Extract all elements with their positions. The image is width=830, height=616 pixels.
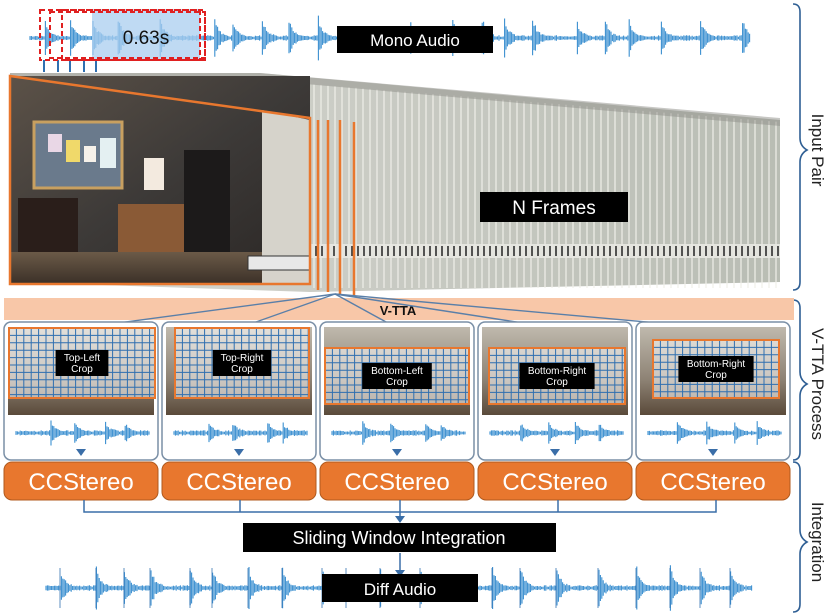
ccstereo-box-bg <box>3 461 159 501</box>
crop-label-line2: Crop <box>386 377 408 388</box>
crop-label-line2: Crop <box>231 364 253 375</box>
ccstereo-box-bg <box>635 461 791 501</box>
ccstereo-box: CCStereo <box>161 461 317 501</box>
ccstereo-box: CCStereo <box>3 461 159 501</box>
vtta-process-brace <box>792 299 809 461</box>
waveform-trace <box>489 422 624 444</box>
crop-outline <box>174 327 310 399</box>
frames-label-bg <box>480 192 628 222</box>
crop-label-bg <box>212 350 272 376</box>
ccstereo-label: CCStereo <box>502 469 607 496</box>
crop-label-line1: Bottom-Right <box>528 366 587 377</box>
sliding-window-integration-bg <box>243 523 556 552</box>
sliding-windows <box>39 9 206 61</box>
ccstereo-box: CCStereo <box>635 461 791 501</box>
waveform-trace <box>331 421 466 445</box>
crop-label-line1: Bottom-Left <box>371 366 423 377</box>
poster-1 <box>48 134 62 152</box>
side-wall <box>262 110 310 284</box>
crop-label-line2: Crop <box>71 364 93 375</box>
window-highlight <box>92 9 200 61</box>
poster-3 <box>84 146 96 162</box>
crop-label-bg <box>55 350 109 376</box>
down-arrow <box>708 449 718 456</box>
duration-label: 0.63s <box>123 28 169 49</box>
crop-label-bg <box>519 363 595 389</box>
ccstereo-models: CCStereo CCStereo CCStereo CCStereo CCStereo <box>3 461 791 501</box>
waveform-trace <box>647 421 782 445</box>
organ <box>118 204 184 260</box>
mono-audio-label: Mono Audio <box>370 31 460 50</box>
mono-audio-label-bg <box>337 26 493 53</box>
crop-label-line1: Top-Left <box>64 353 100 364</box>
ccstereo-label: CCStereo <box>186 469 291 496</box>
integration-label: Integration <box>808 502 827 582</box>
ccstereo-box-bg <box>319 461 475 501</box>
ccstereo-box-bg <box>161 461 317 501</box>
sliding-window-integration-label: Sliding Window Integration <box>292 528 505 548</box>
waveform-trace <box>15 420 150 446</box>
merge-arrowhead <box>395 516 405 523</box>
doorway <box>184 150 230 254</box>
crop-label-line1: Top-Right <box>221 353 264 364</box>
poster-2 <box>66 140 80 162</box>
down-arrow <box>392 449 402 456</box>
poster-4 <box>100 138 116 168</box>
crop-audio-waveform <box>15 420 150 446</box>
integration-brace <box>792 461 809 613</box>
keyboard <box>247 255 311 271</box>
ccstereo-box: CCStereo <box>477 461 633 501</box>
crop-outline <box>324 347 470 405</box>
front-frame-outline <box>8 74 312 286</box>
down-arrow <box>550 449 560 456</box>
crop-outline <box>488 347 626 405</box>
crop-label-line1: Bottom-Right <box>687 359 746 370</box>
frame-outlines <box>8 74 356 296</box>
vtta-process-label: V-TTA Process <box>808 328 827 440</box>
waveform-trace <box>173 422 308 444</box>
crop-label-line2: Crop <box>546 377 568 388</box>
ccstereo-box-bg <box>477 461 633 501</box>
crop-label-bg <box>678 356 754 382</box>
crop-label-line2: Crop <box>705 370 727 381</box>
sliding-window-3 <box>61 9 206 61</box>
frames-label: N Frames <box>512 198 595 219</box>
crop-label-bg <box>362 363 432 389</box>
input-pair-label: Input Pair <box>808 114 827 187</box>
crop-audio-waveform <box>647 421 782 445</box>
ccstereo-box: CCStereo <box>319 461 475 501</box>
window-arrowhead <box>395 570 405 577</box>
wall-poster <box>144 158 164 190</box>
crop-outline <box>8 327 156 399</box>
crop-audio-waveform <box>489 422 624 444</box>
front-frame-image <box>10 76 311 284</box>
piano <box>18 198 78 252</box>
crop-audio-waveform <box>331 421 466 445</box>
down-arrow <box>234 449 244 456</box>
window-tick-marks <box>43 60 97 72</box>
crop-outline <box>652 339 780 399</box>
input-pair-brace <box>792 3 809 291</box>
ccstereo-label: CCStereo <box>344 469 449 496</box>
vtta-banner <box>4 298 794 320</box>
vtta-banner-label: V-TTA <box>380 303 417 318</box>
section-braces <box>792 3 809 613</box>
diff-audio-label: Diff Audio <box>364 580 436 599</box>
ccstereo-label: CCStereo <box>28 469 133 496</box>
crop-audio-waveform <box>173 422 308 444</box>
down-arrow <box>76 449 86 456</box>
ccstereo-label: CCStereo <box>660 469 765 496</box>
diff-audio-label-bg <box>322 574 478 602</box>
